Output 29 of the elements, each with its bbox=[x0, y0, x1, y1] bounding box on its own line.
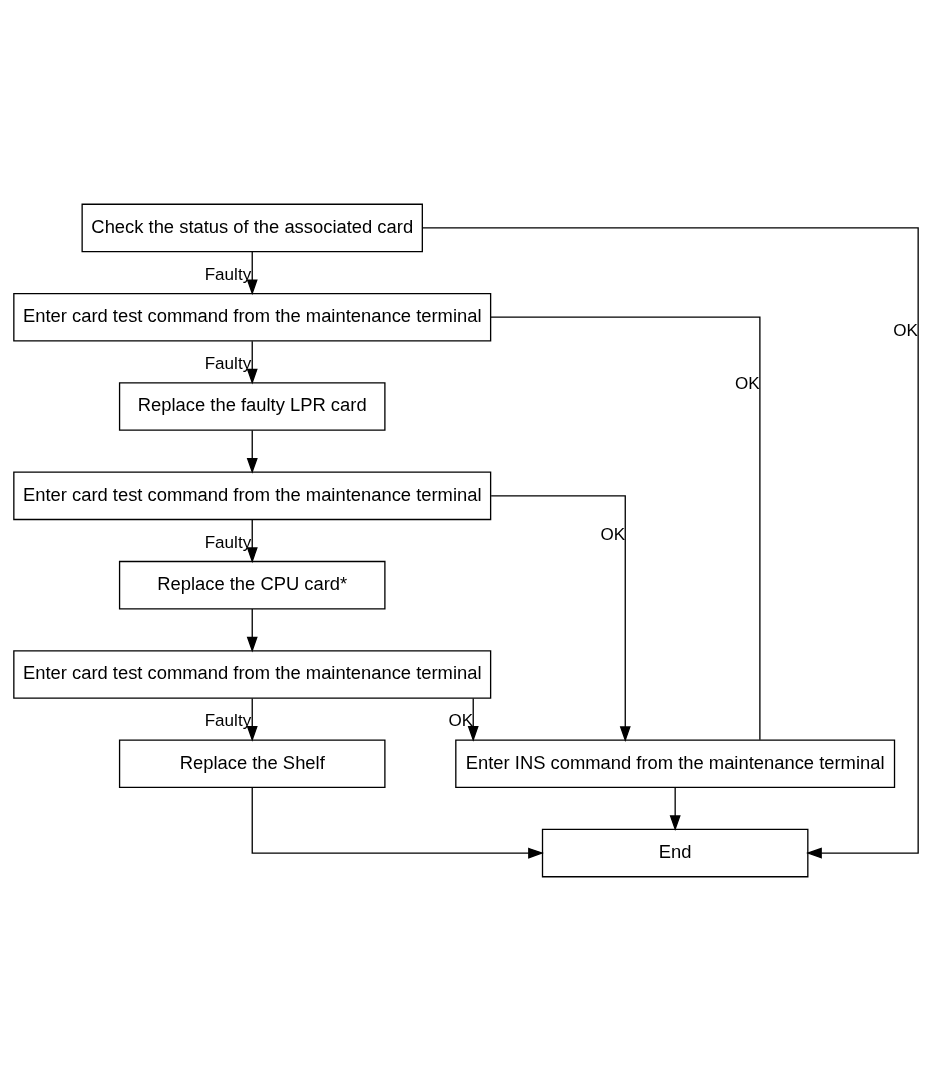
edge-label: OK bbox=[448, 710, 474, 730]
edge-label: Faulty bbox=[204, 532, 252, 552]
arrow bbox=[421, 226, 919, 859]
node-box: End bbox=[541, 828, 809, 877]
arrow bbox=[246, 518, 258, 563]
edge-label: Faulty bbox=[204, 710, 252, 730]
arrow bbox=[246, 250, 258, 295]
edge-label: OK bbox=[600, 524, 626, 544]
arrow bbox=[246, 429, 258, 474]
arrow bbox=[251, 786, 544, 859]
arrow bbox=[246, 340, 258, 384]
arrow bbox=[246, 607, 258, 652]
arrow bbox=[490, 494, 631, 742]
node-box: Replace the CPU card* bbox=[118, 560, 386, 609]
node-box: Replace the faulty LPR card bbox=[118, 381, 386, 431]
arrow bbox=[669, 786, 681, 831]
edge-label: OK bbox=[893, 320, 919, 340]
arrow bbox=[246, 697, 258, 742]
edge-label: OK bbox=[735, 373, 760, 393]
node-box: Replace the Shelf bbox=[118, 739, 386, 788]
edge-label: Faulty bbox=[204, 353, 252, 373]
node-box: Enter card test command from the maintenance terminal bbox=[13, 292, 492, 341]
node-box: Enter INS command from the maintenance terminal bbox=[455, 739, 896, 788]
node-box: Check the status of the associated card bbox=[81, 203, 423, 252]
edge-label: Faulty bbox=[204, 264, 252, 284]
node-box: Enter card test command from the maintenance terminal bbox=[13, 471, 492, 520]
arrow bbox=[467, 697, 479, 742]
node-box: Enter card test command from the maintenance terminal bbox=[13, 649, 492, 699]
connector bbox=[490, 316, 761, 740]
